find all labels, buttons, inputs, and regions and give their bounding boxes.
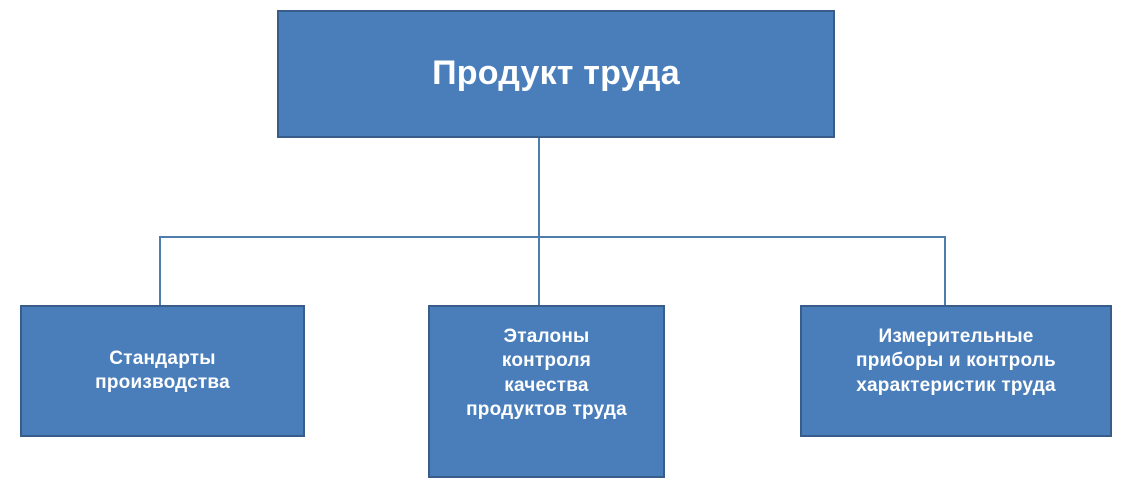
node-child-quality-benchmarks[interactable]: Эталоны контроля качества продуктов труд… xyxy=(428,305,665,478)
node-root[interactable]: Продукт труда xyxy=(277,10,835,138)
node-root-label: Продукт труда xyxy=(432,54,680,93)
node-child-quality-benchmarks-label: Эталоны контроля качества продуктов труд… xyxy=(466,326,627,420)
node-child-standards[interactable]: Стандарты производства xyxy=(20,305,305,437)
connector-drop-right xyxy=(944,236,946,306)
connector-horizontal-bus xyxy=(159,236,946,238)
connector-drop-middle xyxy=(538,236,540,306)
connector-drop-left xyxy=(159,236,161,306)
node-child-measuring-instruments-label: Измерительные приборы и контроль характе… xyxy=(856,326,1056,396)
connector-root-stem xyxy=(538,138,540,237)
node-child-standards-label: Стандарты производства xyxy=(95,347,230,393)
node-child-measuring-instruments[interactable]: Измерительные приборы и контроль характе… xyxy=(800,305,1112,437)
